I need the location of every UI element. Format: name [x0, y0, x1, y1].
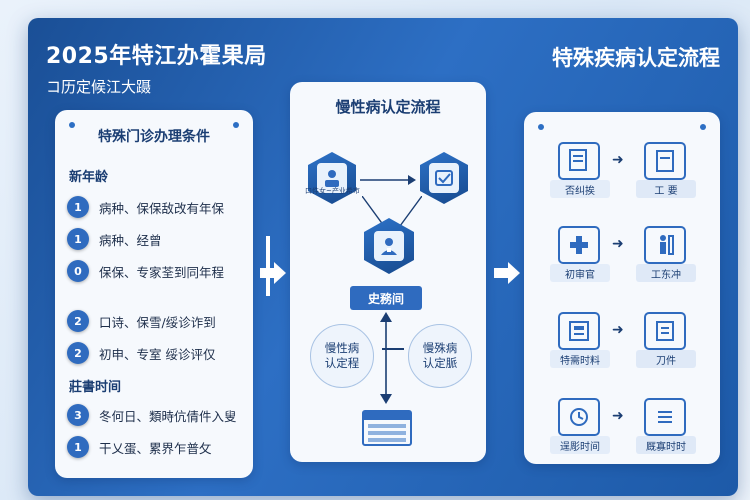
step-label: 工东冲	[636, 264, 696, 282]
list-item: 1 病种、经曾	[67, 228, 162, 250]
step-label: 工 要	[636, 180, 696, 198]
number-badge: 1	[67, 196, 89, 218]
records-icon	[558, 312, 600, 350]
list-item-text: 初申、专室 绥诊评仅	[99, 346, 216, 362]
arrow-right-icon	[260, 262, 286, 284]
section-label: 新年龄	[69, 170, 109, 185]
page-subtitle: コ历定候江大蹑	[46, 78, 152, 96]
section-label: 莊書时间	[69, 380, 122, 395]
vertical-arrow-icon	[380, 312, 392, 404]
list-icon	[644, 398, 686, 436]
worker-icon	[644, 226, 686, 264]
number-badge: 1	[67, 436, 89, 458]
divider-line	[266, 236, 270, 296]
number-badge: 3	[67, 404, 89, 426]
divider-line	[382, 348, 404, 350]
arrow-right-icon: ➜	[612, 408, 624, 424]
approval-icon	[420, 152, 468, 204]
calendar-icon	[362, 410, 412, 446]
number-badge: 0	[67, 260, 89, 282]
doctor-icon	[364, 218, 414, 274]
form-icon	[644, 142, 686, 180]
card-dot	[69, 122, 75, 128]
card-dot	[538, 124, 544, 130]
person-desk-icon	[308, 152, 356, 204]
flow-circle-left: 慢性病 认定程	[310, 324, 374, 388]
list-item: 3 冬何日、類時伉倩件入叟	[67, 404, 237, 426]
list-item: 1 病种、保保敌改有年保	[67, 196, 224, 218]
card-dot	[233, 122, 239, 128]
list-item-text: 病种、经曾	[99, 232, 162, 248]
connector-lines	[362, 196, 422, 227]
page-right-title: 特殊疾病认定流程	[552, 46, 720, 70]
list-item: 2 口诗、保雪/绥诊诈到	[67, 310, 216, 332]
flow-circle-right: 慢殊病 认定脈	[408, 324, 472, 388]
step-label: 厩寡时时	[636, 436, 696, 454]
card-dot	[700, 124, 706, 130]
number-badge: 2	[67, 310, 89, 332]
clock-icon	[558, 398, 600, 436]
step-label: 否纠挨	[550, 180, 610, 198]
number-badge: 1	[67, 228, 89, 250]
steps-card	[524, 112, 720, 464]
circle-text: 慢性病 认定程	[324, 341, 360, 370]
list-item: 1 干乂蛋、累界乍普攵	[67, 436, 212, 458]
step-label: 逞彫时间	[550, 436, 610, 454]
list-item-text: 干乂蛋、累界乍普攵	[99, 440, 212, 456]
step-label: 初审官	[550, 264, 610, 282]
card-title: 慢性病认定流程	[335, 98, 441, 116]
arrow-right-icon: ➜	[612, 236, 624, 252]
arrow-right-icon	[494, 262, 520, 284]
icon-caption: 口件女~产业希市	[305, 187, 360, 195]
list-item-text: 口诗、保雪/绥诊诈到	[99, 314, 216, 330]
step-label: 特需时料	[550, 350, 610, 368]
medical-cross-icon	[558, 226, 600, 264]
file-icon	[644, 312, 686, 350]
circle-text: 慢殊病 认定脈	[422, 341, 458, 370]
list-item-text: 冬何日、類時伉倩件入叟	[99, 408, 237, 424]
document-icon	[558, 142, 600, 180]
page-title: 2025年特江办霍果局	[46, 44, 267, 69]
arrow-right-icon: ➜	[612, 322, 624, 338]
step-label: 刀件	[636, 350, 696, 368]
number-badge: 2	[67, 342, 89, 364]
list-item: 0 保保、专家荃到同年程	[67, 260, 224, 282]
card-title: 特殊门诊办理条件	[98, 129, 210, 145]
list-item-text: 病种、保保敌改有年保	[99, 200, 225, 216]
list-item-text: 保保、专家荃到同年程	[99, 264, 225, 280]
list-item: 2 初申、专室 绥诊评仅	[67, 342, 215, 364]
process-banner: 史務间	[350, 286, 422, 310]
conditions-card: 特殊门诊办理条件 新年龄 1 病种、保保敌改有年保 1 病种、经曾 0 保保、专…	[55, 110, 253, 478]
arrow-right-icon	[360, 175, 416, 185]
arrow-right-icon: ➜	[612, 152, 624, 168]
